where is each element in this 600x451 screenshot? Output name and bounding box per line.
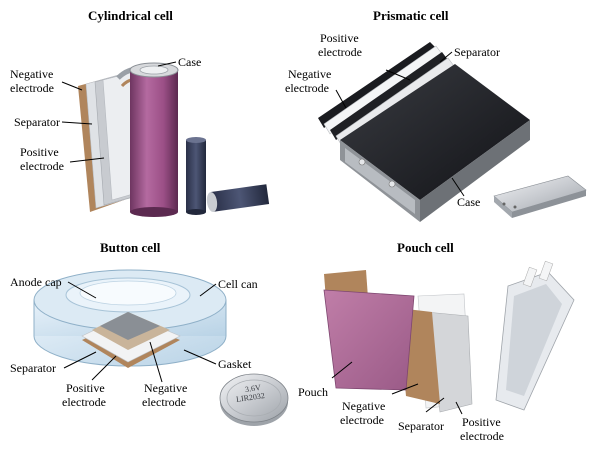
cyl-positive-electrode-label-line1: Positive (20, 145, 59, 159)
pouch-cell-title: Pouch cell (397, 240, 454, 255)
btn-cell-can-label: Cell can (218, 277, 258, 291)
pouch-positive-electrode-label-line2: electrode (460, 429, 504, 443)
pris-small-cell (493, 175, 587, 218)
btn-gasket-label: Gasket (218, 357, 252, 371)
pouch-separator-label: Separator (398, 419, 444, 433)
pris-positive-electrode-label-line2: electrode (318, 45, 362, 59)
pouch-cell-illustration (323, 260, 575, 415)
pris-separator-label: Separator (454, 45, 500, 59)
pouch-negative-electrode-label-line2: electrode (340, 413, 384, 427)
pris-case-label: Case (457, 195, 481, 209)
cyl-positive-electrode-label-line2: electrode (20, 159, 64, 173)
cyl-case-label: Case (178, 55, 202, 69)
cyl-small-cell-upright (186, 140, 206, 212)
pris-positive-sheet (330, 52, 448, 140)
pouch-pouch-label: Pouch (298, 385, 328, 399)
btn-positive-electrode-label-line1: Positive (66, 381, 105, 395)
cyl-separator-label: Separator (14, 115, 60, 129)
btn-negative-electrode-label-line1: Negative (144, 381, 188, 395)
pris-case-side (420, 120, 530, 222)
btn-separator-label: Separator (10, 361, 56, 375)
pouch-sealed-photo (495, 260, 575, 411)
cylindrical-cell-title: Cylindrical cell (88, 8, 173, 23)
pris-case-top (340, 64, 530, 200)
button-cell-title: Button cell (100, 240, 161, 255)
prismatic-cell-illustration (318, 42, 587, 222)
cyl-negative-electrode-label-line1: Negative (10, 67, 54, 81)
prismatic-cell-title: Prismatic cell (373, 8, 449, 23)
cyl-negative-electrode-label-line2: electrode (10, 81, 54, 95)
pris-negative-electrode-label-line2: electrode (285, 81, 329, 95)
pouch-negative-electrode-label-line1: Negative (342, 399, 386, 413)
btn-anode-cap-label: Anode cap (10, 275, 62, 289)
cyl-case-body (130, 70, 178, 212)
pouch-case-sheet (323, 289, 415, 391)
btn-coin-photo (219, 373, 289, 426)
button-cell-illustration (33, 269, 289, 426)
cylindrical-cell-illustration (61, 61, 270, 217)
btn-negative-electrode-label-line2: electrode (142, 395, 186, 409)
btn-positive-electrode-label-line2: electrode (62, 395, 106, 409)
cyl-small-cell-lying (206, 184, 270, 212)
pris-negative-sheet (318, 42, 436, 128)
pouch-positive-electrode-label-line1: Positive (462, 415, 501, 429)
pris-negative-electrode-label-line1: Negative (288, 67, 332, 81)
pris-positive-electrode-label-line1: Positive (320, 31, 359, 45)
